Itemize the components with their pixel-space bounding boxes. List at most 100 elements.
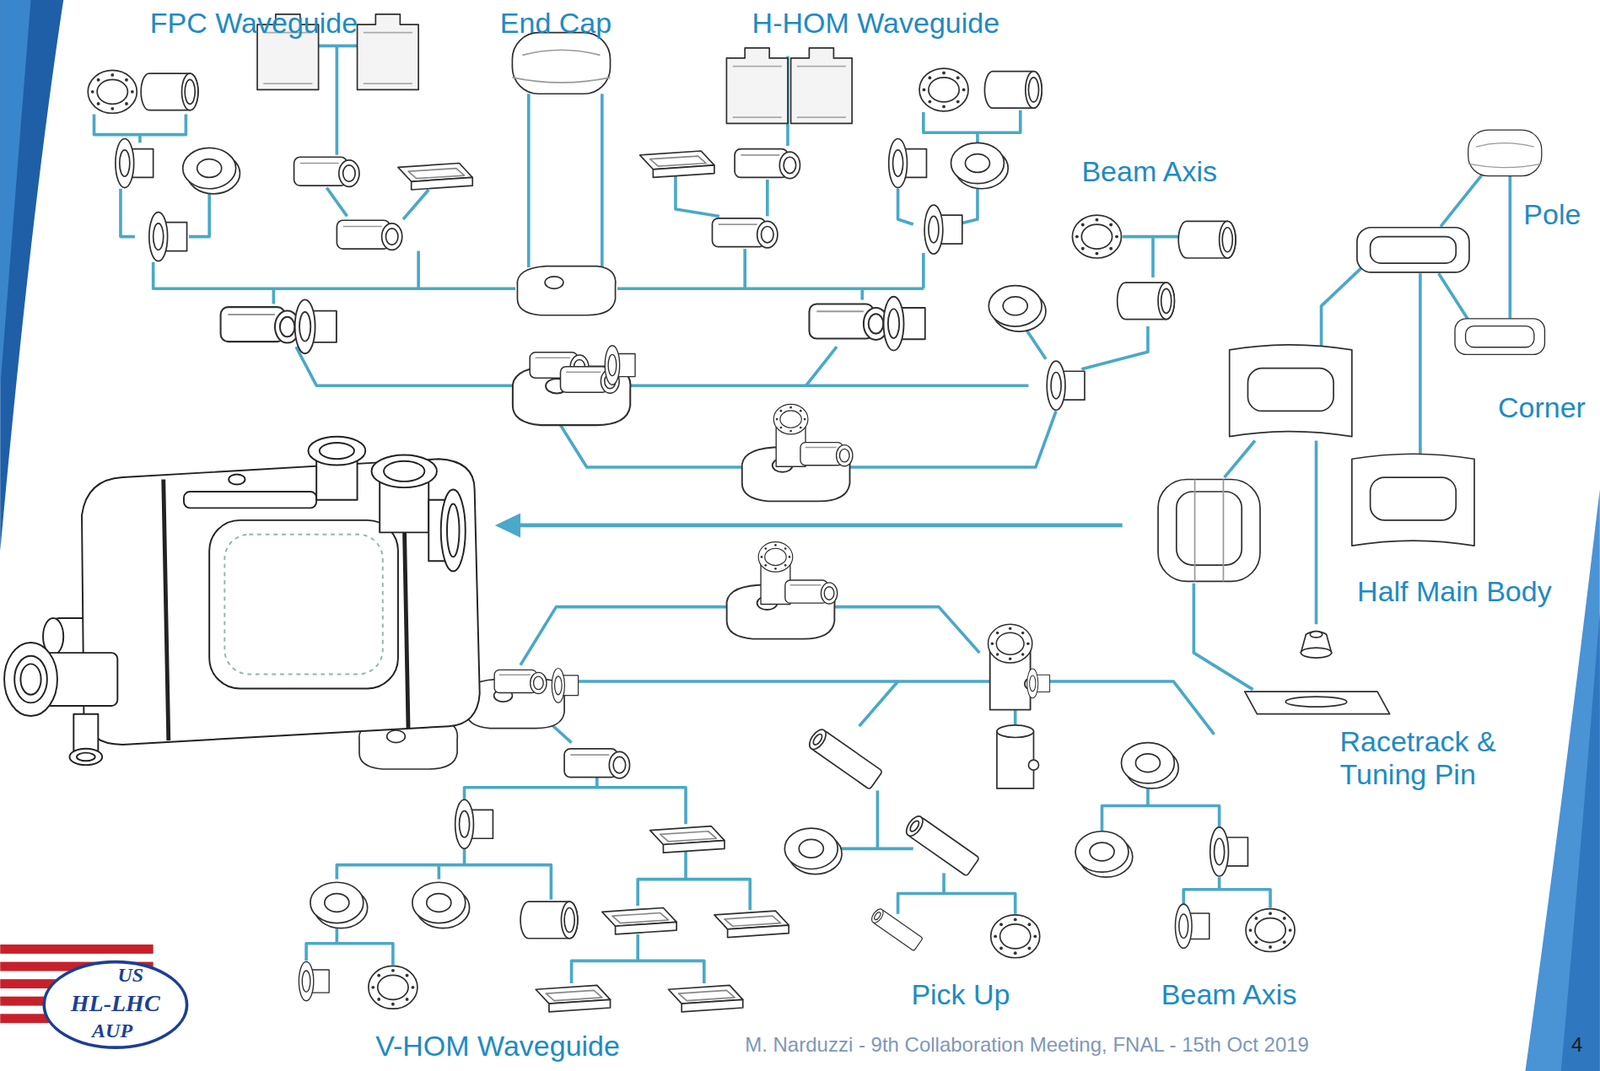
part-outline [377,997,381,1002]
tree-line [1081,326,1148,370]
part-outline [368,965,418,1009]
asm2-part [512,345,636,426]
cyl-part [1178,220,1236,259]
part-outline [903,813,927,840]
part-outline [774,544,777,547]
part-outline [805,447,837,448]
part-outline [391,1002,395,1007]
group-label: Pick Up [910,978,1010,1012]
tree-line [637,879,750,911]
ring-part [368,965,418,1009]
part-outline [760,555,764,559]
part-outline [382,223,403,250]
part-outline [962,88,966,92]
part-outline [608,751,630,778]
part-outline [893,150,904,177]
part-outline [872,909,923,951]
part-outline [1300,647,1331,658]
part-outline [1249,928,1253,932]
tree-line [675,175,720,216]
part-outline [385,228,399,245]
part-outline [1135,754,1160,773]
part-outline [1195,479,1224,582]
part-outline [956,100,960,104]
part-outline [785,580,838,604]
part-outline [790,584,822,586]
part-outline [803,418,807,421]
part-outline [565,371,601,373]
part-outline [613,756,626,773]
part-outline [1081,223,1085,227]
part-outline [1158,282,1175,320]
part-outline [1468,129,1542,176]
cavity-window [209,520,399,690]
part-outline [1219,220,1236,259]
part-outline [324,894,350,913]
part-outline [984,71,1042,109]
part-outline [888,138,908,188]
part-outline [800,442,853,467]
washer-part [412,882,470,928]
part-outline [811,730,884,790]
part-outline [928,77,959,103]
part-outline [820,582,837,604]
cyl-part [520,901,578,939]
cavity-slot [183,491,317,508]
group-label: Beam Axis [1081,155,1218,189]
part-outline [1161,288,1172,313]
asm3-part [742,404,853,502]
part-outline [1027,922,1031,927]
part-outline [1075,831,1129,873]
logo-oval [43,962,187,1049]
part-outline [996,652,999,656]
washer-part [183,147,241,194]
part-outline [1370,477,1457,521]
tree-line [898,188,914,225]
part-outline [1008,657,1012,660]
part-outline [554,676,562,695]
part-outline [788,555,792,559]
part-outline [869,907,923,952]
washer-part [951,142,1009,189]
part-outline [927,75,932,80]
cyl-part [140,73,199,111]
tree-line [876,790,880,849]
part-outline [775,418,779,421]
plate-part [535,985,610,1012]
part-outline [996,631,999,635]
tree-line [828,607,980,653]
sheet-part [791,48,853,124]
part-outline [650,156,707,167]
part-outline [1245,909,1295,953]
cavity-flange [447,504,460,558]
part-outline [784,564,787,567]
part-outline [301,970,311,992]
part-outline [1000,924,1031,949]
part-outline [535,357,571,360]
part-outline [343,165,356,182]
tree-line [1438,273,1470,322]
part-outline [798,839,824,858]
tree-line [975,132,980,143]
part-outline [797,66,846,118]
box-part [294,156,360,187]
assembly-arrow [515,522,1123,528]
part-outline [343,226,383,228]
part-outline [927,100,932,104]
logo-text: AUP [91,1019,133,1044]
tree-line [550,724,572,744]
tree-line [836,847,914,852]
part-outline [1002,296,1028,316]
part-outline [615,921,678,935]
part-outline [1174,904,1192,949]
frame-part [1454,318,1545,356]
part-outline [1268,911,1272,916]
part-outline [408,168,465,179]
part-outline [999,947,1003,951]
plate-part [640,150,715,178]
washer-part [784,828,842,874]
part-outline [499,674,531,676]
flatplate-part [1244,691,1390,715]
part-outline [119,150,130,177]
part-outline [149,212,168,262]
